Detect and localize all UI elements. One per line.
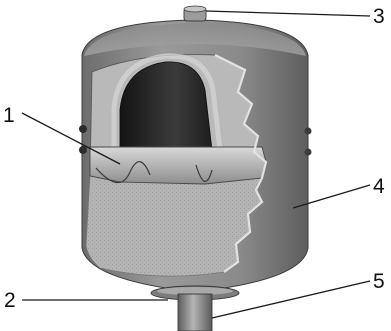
callout-3: 3 (373, 5, 385, 28)
callout-5: 5 (373, 270, 385, 293)
bolt-right-lower (305, 149, 312, 156)
bolt-left-lower (79, 146, 87, 154)
bolt-right-upper (305, 128, 312, 135)
callout-2: 2 (4, 289, 16, 312)
callout-1: 1 (3, 104, 15, 127)
bolt-left-upper (79, 125, 87, 133)
top-valve-cap (184, 6, 206, 12)
leader-line-3 (206, 11, 370, 16)
callout-4: 4 (373, 175, 385, 198)
water-region (86, 175, 262, 276)
membrane-collar (90, 147, 266, 184)
connection-pipe (178, 294, 212, 331)
